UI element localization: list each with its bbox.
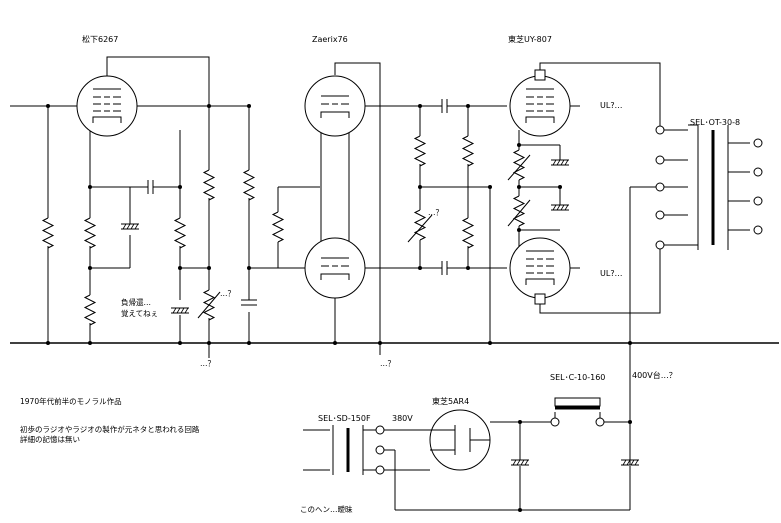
wiring (10, 56, 779, 511)
label-ul-top: UL?… (600, 101, 623, 110)
tube-v1 (76, 75, 138, 137)
label-ul-bottom: UL?… (600, 269, 623, 278)
junction-dots (46, 104, 632, 512)
label-q-bottom-mid: …？ (380, 359, 395, 368)
label-load-note-1: 負帰還… (121, 297, 151, 307)
note-line-3: 詳細の記憶は無い (20, 434, 80, 444)
note-line-2: 初歩のラジオやラジオの製作が元ネタと思われる回路 (20, 424, 200, 434)
label-secondary-voltage: 380V (392, 414, 413, 423)
label-v2: Zaerix76 (312, 35, 348, 44)
output-transformer (655, 124, 763, 250)
label-q-bias: …？ (220, 289, 235, 298)
choke (550, 397, 605, 427)
label-v1: 松下6267 (82, 34, 118, 44)
label-q-pot: …？ (428, 208, 443, 217)
label-q-bottom-left: …？ (200, 359, 215, 368)
power-transformer (332, 425, 385, 475)
label-load-note-2: 覚えてねぇ (121, 308, 158, 318)
label-rectifier: 東芝5AR4 (432, 396, 469, 406)
label-v3: 東芝UY-807 (508, 34, 552, 44)
note-line-1: 1970年代前半のモノラル作品 (20, 396, 122, 406)
tube-v3 (509, 69, 571, 305)
tube-rectifier (429, 409, 491, 471)
label-choke: SEL･C-10-160 (550, 373, 605, 382)
note-bottom: このヘン…曖昧 (300, 504, 353, 514)
label-output-transformer: SEL･OT-30-8 (690, 118, 740, 127)
label-power-transformer: SEL･SD-150F (318, 414, 371, 423)
resistors (42, 135, 531, 326)
label-b-plus: 400V台…？ (632, 370, 677, 380)
